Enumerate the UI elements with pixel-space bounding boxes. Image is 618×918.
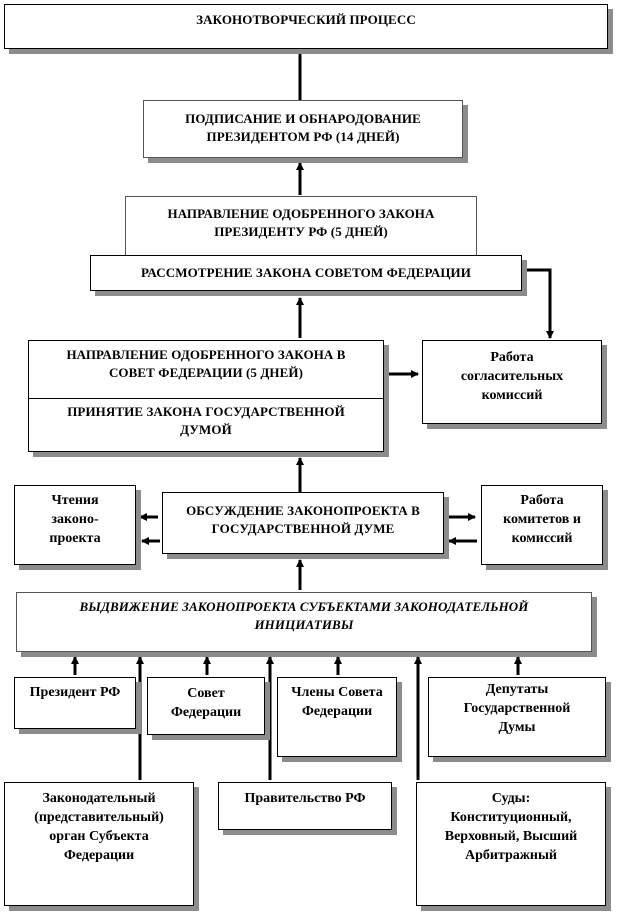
committees-label: Работа комитетов и комиссий <box>503 493 581 546</box>
duma-deputies-box: Депутаты Государственной Думы <box>428 677 606 757</box>
arrow-to-conciliation <box>527 268 554 339</box>
council-members-box: Члены Совета Федерации <box>277 677 397 757</box>
government-label: Правительство РФ <box>244 791 366 806</box>
regional-legislature-box: Законодательный (представительный) орган… <box>4 782 194 906</box>
discussion-label: ОБСУЖДЕНИЕ ЗАКОНОПРОЕКТА В ГОСУДАРСТВЕНН… <box>186 503 420 536</box>
stage-divider <box>29 398 383 399</box>
signing-label: ПОДПИСАНИЕ И ОБНАРОДОВАНИЕ ПРЕЗИДЕНТОМ Р… <box>185 111 421 144</box>
courts-label: Суды: Конституционный, Верховный, Высший… <box>444 791 578 863</box>
send-to-council-label: НАПРАВЛЕНИЕ ОДОБРЕННОГО ЗАКОНА В СОВЕТ Ф… <box>66 347 346 380</box>
send-to-president-label: НАПРАВЛЕНИЕ ОДОБРЕННОГО ЗАКОНА ПРЕЗИДЕНТ… <box>167 206 435 239</box>
duma-deputies-label: Депутаты Государственной Думы <box>463 682 571 735</box>
government-box: Правительство РФ <box>218 782 392 830</box>
council-review-label: РАССМОТРЕНИЕ ЗАКОНА СОВЕТОМ ФЕДЕРАЦИИ <box>141 265 471 280</box>
initiative-box: ВЫДВИЖЕНИЕ ЗАКОНОПРОЕКТА СУБЪЕКТАМИ ЗАКО… <box>16 592 592 652</box>
readings-box: Чтения законо- проекта <box>14 485 136 565</box>
regional-legislature-label: Законодательный (представительный) орган… <box>34 791 164 863</box>
discussion-box: ОБСУЖДЕНИЕ ЗАКОНОПРОЕКТА В ГОСУДАРСТВЕНН… <box>162 492 444 554</box>
diagram-title: ЗАКОНОТВОРЧЕСКИЙ ПРОЦЕСС <box>196 12 416 27</box>
conciliation-box: Работа согласительных комиссий <box>422 340 602 424</box>
signing-box: ПОДПИСАНИЕ И ОБНАРОДОВАНИЕ ПРЕЗИДЕНТОМ Р… <box>143 100 463 158</box>
president-label: Президент РФ <box>29 685 121 700</box>
council-review-box: РАССМОТРЕНИЕ ЗАКОНА СОВЕТОМ ФЕДЕРАЦИИ <box>90 255 522 291</box>
federation-council-label: Совет Федерации <box>170 686 242 720</box>
president-box: Президент РФ <box>14 677 136 729</box>
committees-box: Работа комитетов и комиссий <box>481 485 603 565</box>
send-to-president-box: НАПРАВЛЕНИЕ ОДОБРЕННОГО ЗАКОНА ПРЕЗИДЕНТ… <box>125 196 477 256</box>
duma-adoption-label: ПРИНЯТИЕ ЗАКОНА ГОСУДАРСТВЕННОЙ ДУМОЙ <box>67 404 345 437</box>
courts-box: Суды: Конституционный, Верховный, Высший… <box>416 782 606 906</box>
conciliation-label: Работа согласительных комиссий <box>460 350 564 403</box>
federation-council-box: Совет Федерации <box>147 677 265 735</box>
readings-label: Чтения законо- проекта <box>49 493 101 546</box>
council-members-label: Члены Совета Федерации <box>291 685 383 719</box>
initiative-label: ВЫДВИЖЕНИЕ ЗАКОНОПРОЕКТА СУБЪЕКТАМИ ЗАКО… <box>79 599 529 632</box>
title-box: ЗАКОНОТВОРЧЕСКИЙ ПРОЦЕСС <box>4 4 608 49</box>
duma-stage-box: НАПРАВЛЕНИЕ ОДОБРЕННОГО ЗАКОНА В СОВЕТ Ф… <box>28 340 384 452</box>
